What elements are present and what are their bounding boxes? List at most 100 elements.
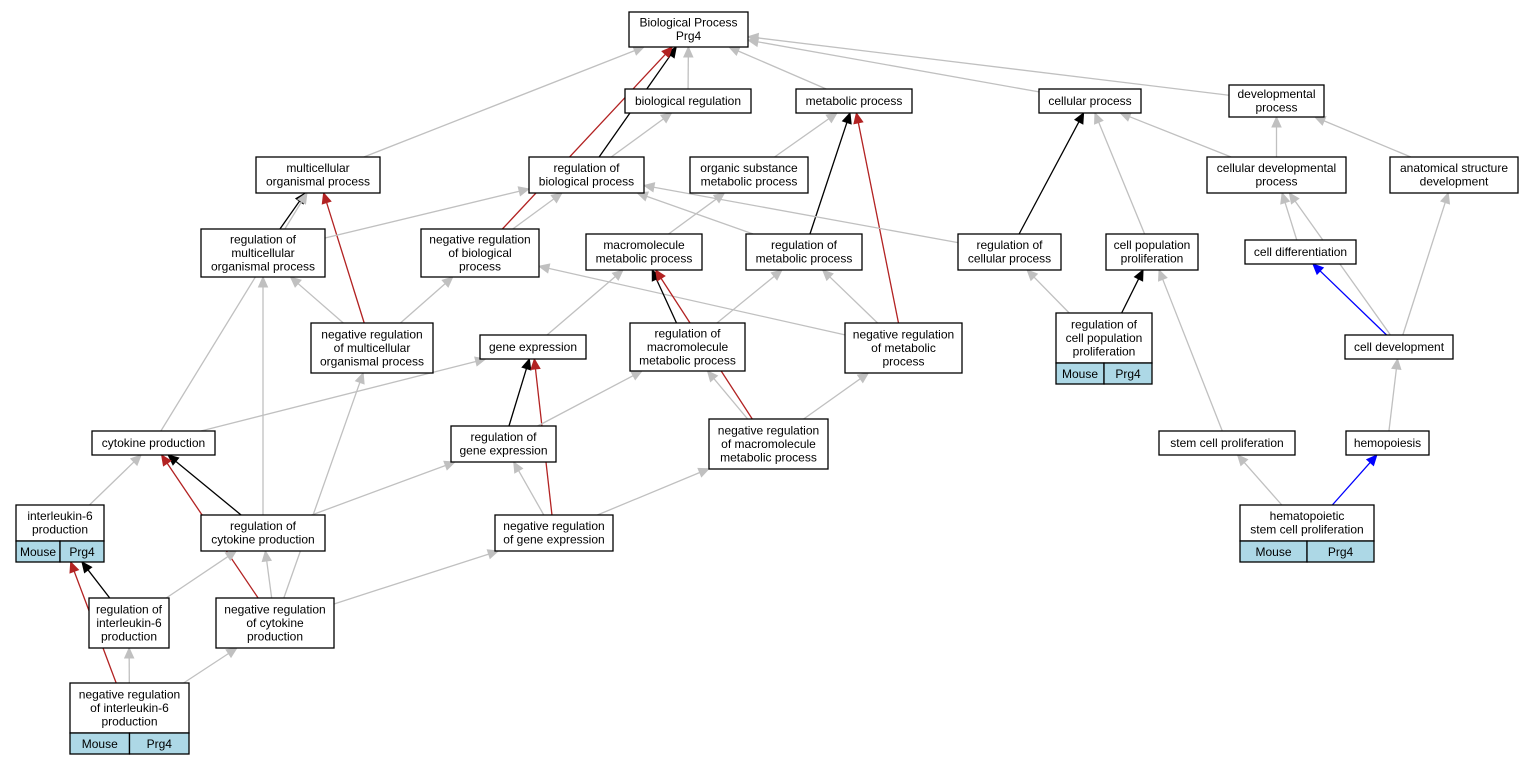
edge-line bbox=[653, 186, 959, 244]
node-label-line: metabolic process bbox=[596, 252, 693, 266]
node-label-line: cellular developmental bbox=[1217, 161, 1336, 175]
edge-line bbox=[1033, 276, 1070, 314]
node-box bbox=[795, 88, 913, 114]
edge-negregbio-to-regbio bbox=[512, 192, 563, 230]
node-box bbox=[1239, 504, 1375, 542]
edge-line bbox=[546, 276, 616, 336]
node-label-line: gene expression bbox=[489, 340, 577, 354]
node-label-line: Biological Process bbox=[639, 16, 737, 30]
edge-arrowhead bbox=[261, 549, 273, 563]
node-label-line: of multicellular bbox=[334, 341, 411, 355]
edge-arrowhead bbox=[1133, 268, 1144, 282]
node-label-line: process bbox=[1255, 101, 1297, 115]
edge-arrowhead bbox=[1312, 263, 1325, 276]
edge-reggene-to-regmacro bbox=[537, 370, 644, 427]
edge-arrowhead bbox=[224, 550, 238, 562]
node-label-line: cell differentiation bbox=[1254, 245, 1347, 259]
edge-line bbox=[655, 278, 678, 324]
edge-negregmacro-to-negregmetab bbox=[803, 372, 870, 420]
node-label-line: of metabolic bbox=[871, 341, 936, 355]
edge-cellpop-to-cellproc bbox=[1094, 111, 1146, 235]
node-cellproc[interactable]: cellular process bbox=[1038, 88, 1142, 114]
node-metab[interactable]: metabolic process bbox=[795, 88, 913, 114]
node-box bbox=[420, 228, 540, 278]
edge-arrowhead bbox=[530, 357, 541, 371]
node-label-line: cytokine production bbox=[211, 533, 314, 547]
edge-arrowhead bbox=[630, 370, 644, 381]
node-bioreg[interactable]: biological regulation bbox=[624, 88, 752, 114]
node-box bbox=[1389, 156, 1519, 194]
node-label-line: interleukin-6 bbox=[96, 616, 162, 630]
edge-arrowhead bbox=[513, 460, 524, 474]
node-box bbox=[1158, 430, 1296, 456]
node-box bbox=[628, 11, 749, 48]
edge-negreggene-to-negregmacro bbox=[597, 467, 711, 516]
node-cytoprod[interactable]: cytokine production bbox=[91, 430, 216, 456]
node-label-line: hemopoiesis bbox=[1354, 436, 1421, 450]
node-label-line: process bbox=[1255, 175, 1297, 189]
edge-negregmetab-to-regmetab bbox=[821, 269, 879, 324]
node-label-line: negative regulation bbox=[853, 327, 954, 341]
edge-arrowhead bbox=[160, 453, 172, 467]
node-label-line: Prg4 bbox=[676, 29, 702, 43]
node-label-line: metabolic process bbox=[720, 450, 817, 464]
node-box bbox=[1228, 84, 1325, 118]
node-label-line: organismal process bbox=[266, 175, 370, 189]
edge-reggene-to-geneexp bbox=[508, 357, 532, 427]
edge-multi-to-bp bbox=[363, 45, 646, 158]
node-label-line: regulation of bbox=[553, 161, 620, 175]
node-label-line: organismal process bbox=[320, 354, 424, 368]
annotation-label: Mouse bbox=[1255, 545, 1291, 559]
edge-arrowhead bbox=[746, 32, 760, 44]
node-label-line: regulation of bbox=[470, 430, 537, 444]
node-box bbox=[629, 322, 746, 372]
node-celldiff[interactable]: cell differentiation bbox=[1244, 239, 1357, 265]
node-hemo[interactable]: hemopoiesis bbox=[1345, 430, 1430, 456]
node-box bbox=[88, 597, 170, 649]
edge-arrowhead bbox=[856, 372, 870, 384]
node-geneexp[interactable]: gene expression bbox=[479, 334, 587, 360]
edge-line bbox=[88, 461, 135, 506]
edge-line bbox=[548, 267, 846, 336]
edge-hsc-to-stemprolif bbox=[1236, 454, 1283, 506]
node-label-line: of interleukin-6 bbox=[90, 701, 169, 715]
node-stemprolif[interactable]: stem cell proliferation bbox=[1158, 430, 1296, 456]
annotation-label: Prg4 bbox=[69, 545, 95, 559]
edge-arrowhead bbox=[642, 182, 656, 193]
edge-line bbox=[857, 122, 900, 324]
edge-regil6-to-il6 bbox=[81, 561, 111, 599]
edge-line bbox=[165, 556, 229, 599]
node-celldev[interactable]: cell development bbox=[1344, 334, 1454, 360]
node-label-line: proliferation bbox=[1073, 344, 1136, 358]
node-label-line: negative regulation bbox=[429, 232, 530, 246]
node-label-line: regulation of bbox=[230, 519, 297, 533]
edge-hemo-to-celldev bbox=[1388, 357, 1402, 432]
node-box bbox=[1105, 233, 1199, 271]
